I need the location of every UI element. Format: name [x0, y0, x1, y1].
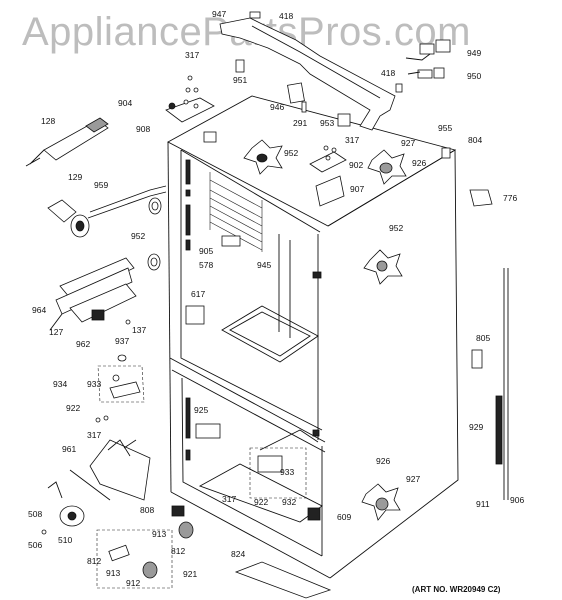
rear-top-bracket — [219, 11, 403, 131]
callout-c913b: 913 — [106, 568, 120, 578]
top-hinge-left — [165, 75, 217, 143]
callout-c926b: 926 — [376, 456, 390, 466]
callout-c927b: 927 — [406, 474, 420, 484]
callout-c418b: 418 — [381, 68, 395, 78]
callout-c317c: 317 — [87, 430, 101, 440]
callout-c946: 946 — [270, 102, 284, 112]
callout-c964: 964 — [32, 305, 46, 315]
callout-c926a: 926 — [412, 158, 426, 168]
callout-c912: 912 — [126, 578, 140, 588]
interior-parts — [185, 235, 321, 521]
callout-c904: 904 — [118, 98, 132, 108]
callout-c911: 911 — [476, 499, 490, 509]
top-hinge-right — [309, 145, 451, 207]
wire-harness — [405, 39, 451, 79]
callout-c317d: 317 — [222, 494, 236, 504]
callout-c952c: 952 — [389, 223, 403, 233]
bottom-rail-824 — [234, 561, 332, 599]
callout-c609: 609 — [337, 512, 351, 522]
callout-c812b: 812 — [87, 556, 101, 566]
cabinet-case — [167, 95, 459, 579]
callout-c776: 776 — [503, 193, 517, 203]
callout-c824: 824 — [231, 549, 245, 559]
callout-c929: 929 — [469, 422, 483, 432]
star-grommets — [243, 139, 407, 521]
callout-c127: 127 — [49, 327, 63, 337]
plugs-952 — [147, 197, 162, 271]
callout-c951: 951 — [233, 75, 247, 85]
water-filter-housing — [49, 257, 137, 362]
callout-c913a: 913 — [152, 529, 166, 539]
detail-box-921 — [96, 529, 173, 589]
callout-c578: 578 — [199, 260, 213, 270]
callout-c925: 925 — [194, 405, 208, 415]
callout-c922a: 922 — [66, 403, 80, 413]
callout-c137: 137 — [132, 325, 146, 335]
callout-c128: 128 — [41, 116, 55, 126]
light-module — [25, 117, 109, 167]
callout-c129: 129 — [68, 172, 82, 182]
water-valve — [41, 481, 85, 535]
callout-c906: 906 — [510, 495, 524, 505]
callout-c953: 953 — [320, 118, 334, 128]
callout-c508: 508 — [28, 509, 42, 519]
callout-c291: 291 — [293, 118, 307, 128]
callout-c937: 937 — [115, 336, 129, 346]
callout-c961: 961 — [62, 444, 76, 454]
callout-c955: 955 — [438, 123, 452, 133]
callout-c921: 921 — [183, 569, 197, 579]
callout-c927a: 927 — [401, 138, 415, 148]
callout-c617: 617 — [191, 289, 205, 299]
callout-c952a: 952 — [284, 148, 298, 158]
callout-c950: 950 — [467, 71, 481, 81]
callout-c962: 962 — [76, 339, 90, 349]
callout-c952b: 952 — [131, 231, 145, 241]
callout-c902: 902 — [349, 160, 363, 170]
callout-c418a: 418 — [279, 11, 293, 21]
callout-c808: 808 — [140, 505, 154, 515]
bracket-961 — [69, 439, 151, 501]
detail-box-934 — [95, 365, 145, 423]
callout-c805: 805 — [476, 333, 490, 343]
damper-control — [47, 185, 167, 238]
callout-c317a: 317 — [185, 50, 199, 60]
callout-c510: 510 — [58, 535, 72, 545]
callout-c949: 949 — [467, 48, 481, 58]
callout-c907: 907 — [350, 184, 364, 194]
callout-c934: 934 — [53, 379, 67, 389]
callout-c932: 932 — [282, 497, 296, 507]
callout-c905: 905 — [199, 246, 213, 256]
callout-c804: 804 — [468, 135, 482, 145]
side-parts — [469, 189, 509, 500]
callout-c933b: 933 — [280, 467, 294, 477]
callout-c933a: 933 — [87, 379, 101, 389]
callout-c959: 959 — [94, 180, 108, 190]
callout-c945: 945 — [257, 260, 271, 270]
callout-c317b: 317 — [345, 135, 359, 145]
callout-c506: 506 — [28, 540, 42, 550]
callout-c947: 947 — [212, 9, 226, 19]
callout-c812a: 812 — [171, 546, 185, 556]
callout-c908: 908 — [136, 124, 150, 134]
callout-c922b: 922 — [254, 497, 268, 507]
front-roller — [171, 505, 194, 539]
